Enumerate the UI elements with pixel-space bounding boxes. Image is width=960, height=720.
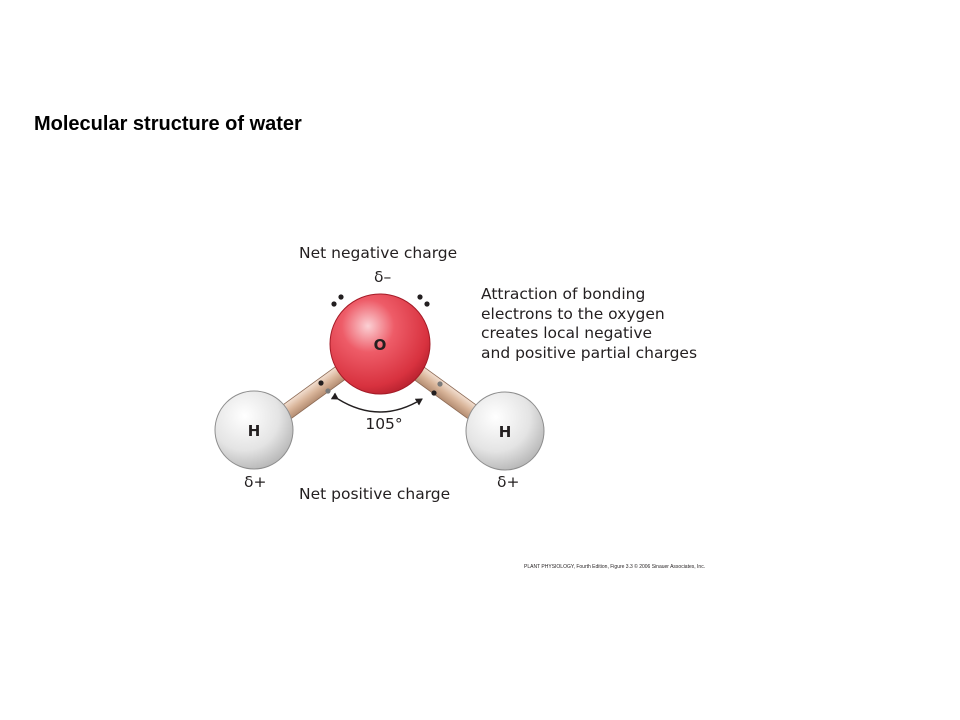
delta-positive-right-label: δ+ [497,473,519,491]
hydrogen-atom-left [214,390,294,470]
bond-angle-label: 105° [365,415,402,433]
net-negative-charge-label: Net negative charge [299,244,457,262]
delta-negative-label: δ– [374,268,391,286]
hydrogen-atom-right [465,391,545,471]
lone-pair-left-electrons [331,294,344,307]
hydrogen-left-label: H [248,422,261,440]
delta-positive-left-label: δ+ [244,473,266,491]
hydrogen-right-label: H [499,423,512,441]
slide-title: Molecular structure of water [34,113,302,135]
net-positive-charge-label: Net positive charge [299,485,450,503]
bond-angle-arc [330,392,423,413]
bonding-electrons-left [318,380,331,394]
figure-credit: PLANT PHYSIOLOGY, Fourth Edition, Figure… [524,563,705,570]
bonding-electrons-right [431,381,443,396]
attraction-text-line-4: and positive partial charges [481,344,697,362]
oxygen-label: O [374,336,387,354]
attraction-text-line-1: Attraction of bonding [481,285,645,303]
lone-pair-right-electrons [417,294,430,307]
attraction-text-line-3: creates local negative [481,324,652,342]
attraction-text-line-2: electrons to the oxygen [481,305,665,323]
